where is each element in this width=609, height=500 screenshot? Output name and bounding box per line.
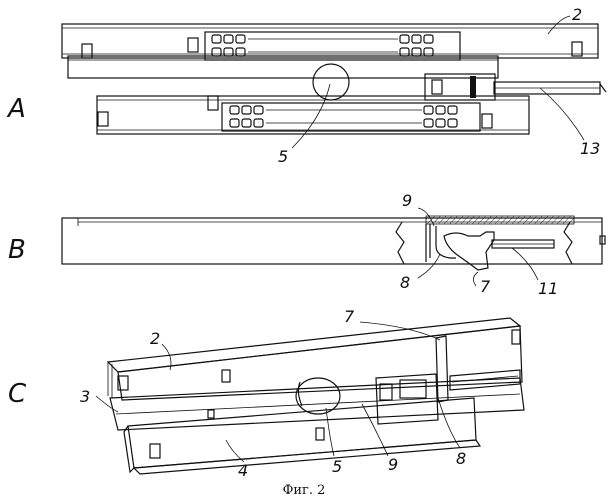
leader-a-2 bbox=[548, 16, 570, 34]
view-a-annotations: A 2 5 13 bbox=[6, 5, 600, 166]
view-a-latch-bolt bbox=[470, 76, 476, 98]
view-c-tab bbox=[512, 330, 520, 344]
view-c-lever bbox=[436, 336, 448, 402]
view-a-latch-tab bbox=[432, 80, 442, 94]
ref-label-a-5: 5 bbox=[278, 147, 288, 166]
ref-label-c-5: 5 bbox=[332, 457, 342, 476]
view-a-tab bbox=[482, 114, 492, 128]
figure-caption: Фиг. 2 bbox=[283, 483, 326, 498]
view-b-housing-wall bbox=[426, 224, 430, 262]
ref-label-b-9: 9 bbox=[402, 191, 412, 210]
ref-label-b-8: 8 bbox=[400, 273, 410, 292]
view-c-tab bbox=[208, 410, 214, 418]
view-b-break-line bbox=[396, 222, 404, 264]
view-a-roller bbox=[313, 64, 349, 100]
view-c-tab bbox=[316, 428, 324, 440]
view-a-tab bbox=[208, 96, 218, 110]
view-a-middle-rail bbox=[68, 56, 498, 78]
ref-label-a-2: 2 bbox=[572, 5, 582, 24]
ref-label-c-3: 3 bbox=[80, 387, 90, 406]
view-c-lower-rail-bottom bbox=[134, 440, 480, 474]
leader-b-8 bbox=[418, 254, 440, 278]
view-a-tab bbox=[98, 112, 108, 126]
view-c-upper-rail-top bbox=[108, 318, 520, 372]
leader-c-8 bbox=[438, 398, 460, 448]
view-c-upper-rail-edge bbox=[108, 362, 112, 398]
leader-c-3 bbox=[96, 396, 118, 412]
view-label-a: A bbox=[6, 94, 26, 124]
view-b-rail-body bbox=[62, 218, 602, 264]
view-a-lower-rail bbox=[97, 96, 529, 134]
view-a-figure bbox=[62, 24, 606, 134]
view-c-tab bbox=[222, 370, 230, 382]
view-a-tab bbox=[188, 38, 198, 52]
ref-label-c-7: 7 bbox=[344, 307, 355, 326]
ref-label-b-7: 7 bbox=[480, 277, 491, 296]
leader-a-13 bbox=[540, 88, 584, 140]
view-c-latch-window bbox=[380, 384, 392, 400]
ref-label-b-11: 11 bbox=[538, 279, 558, 298]
ref-label-c-4: 4 bbox=[238, 461, 248, 480]
view-c-tab bbox=[150, 444, 160, 458]
ref-label-c-9: 9 bbox=[388, 455, 398, 474]
view-a-balls-upper bbox=[212, 35, 433, 56]
view-b-figure bbox=[62, 216, 605, 270]
ref-label-c-2: 2 bbox=[150, 329, 160, 348]
ref-label-c-8: 8 bbox=[456, 449, 466, 468]
view-label-b: B bbox=[8, 235, 26, 265]
leader-c-5 bbox=[326, 408, 334, 456]
leader-a-5 bbox=[292, 84, 330, 148]
view-c-roller bbox=[296, 378, 340, 414]
view-a-balls-lower bbox=[230, 106, 457, 127]
ref-label-a-13: 13 bbox=[580, 139, 600, 158]
view-a-upper-rail bbox=[62, 24, 598, 58]
view-c-annotations: C 7 2 3 4 5 9 8 bbox=[8, 307, 466, 480]
view-b-hatched-plate bbox=[426, 216, 574, 224]
leader-b-7 bbox=[473, 272, 478, 286]
view-b-break-line bbox=[564, 222, 572, 264]
view-b-annotations: B 9 8 7 11 bbox=[8, 191, 558, 298]
view-label-c: C bbox=[8, 379, 27, 409]
leader-c-7 bbox=[360, 322, 440, 340]
